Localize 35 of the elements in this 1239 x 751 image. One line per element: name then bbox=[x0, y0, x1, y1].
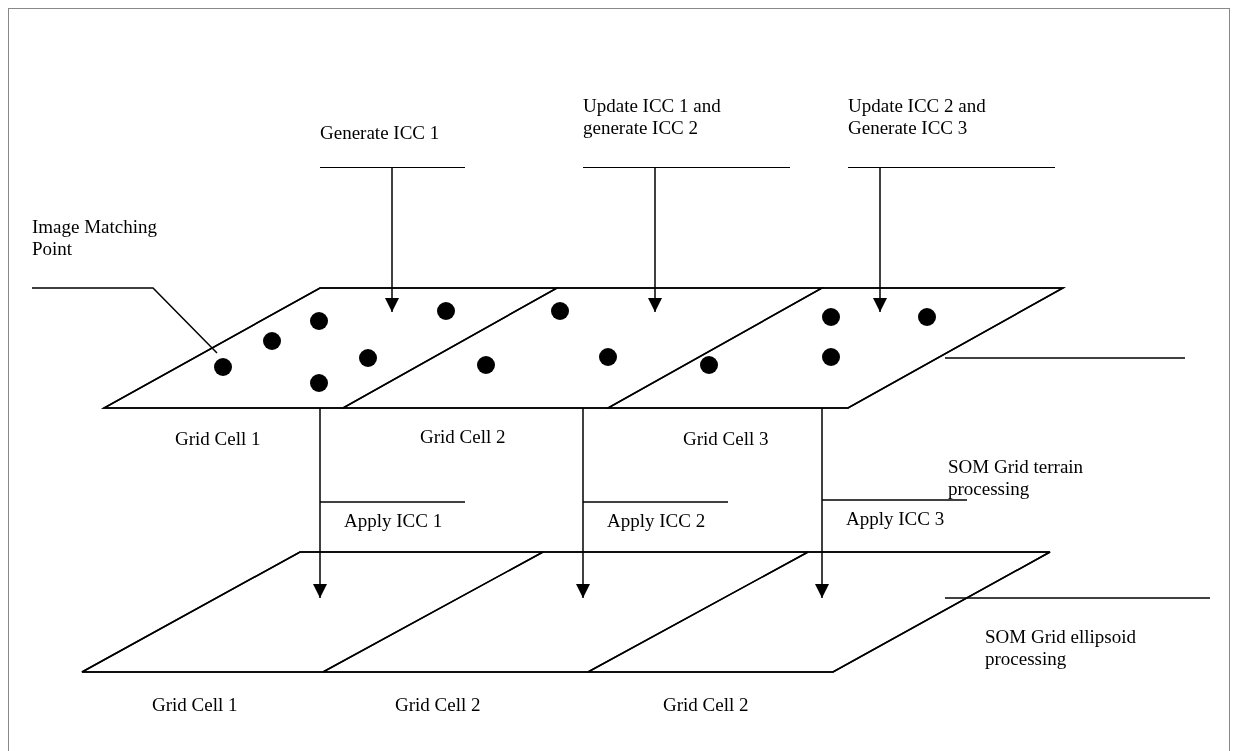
leader-line bbox=[31, 287, 218, 354]
matching-point-dot bbox=[822, 308, 840, 326]
matching-point-dot bbox=[310, 312, 328, 330]
plane-label: SOM Grid terrain processing bbox=[948, 456, 1085, 500]
matching-point-dot bbox=[214, 358, 232, 376]
matching-point-dot bbox=[918, 308, 936, 326]
matching-point-dot bbox=[359, 349, 377, 367]
cell-label: Grid Cell 2 bbox=[663, 694, 750, 716]
arrow bbox=[873, 167, 887, 313]
matching-point-dot bbox=[263, 332, 281, 350]
matching-point-dot bbox=[700, 356, 718, 374]
matching-point-dot bbox=[822, 348, 840, 366]
edge-label: Apply ICC 2 bbox=[607, 510, 706, 532]
cell-label: Grid Cell 2 bbox=[420, 426, 507, 448]
step-text: Generate ICC 1 bbox=[320, 122, 441, 144]
cell-label: Grid Cell 1 bbox=[152, 694, 239, 716]
arrow bbox=[648, 167, 662, 313]
cell-label: Grid Cell 3 bbox=[683, 428, 770, 450]
matching-point-dot bbox=[310, 374, 328, 392]
cell-label: Grid Cell 1 bbox=[175, 428, 262, 450]
plane-label: SOM Grid ellipsoid processing bbox=[985, 626, 1137, 670]
arrow bbox=[313, 407, 466, 599]
arrow bbox=[385, 167, 399, 313]
edge-label: Apply ICC 3 bbox=[846, 508, 945, 530]
arrow bbox=[815, 407, 968, 599]
callout-text: Image Matching Point bbox=[32, 216, 159, 260]
edge-label: Apply ICC 1 bbox=[344, 510, 443, 532]
arrow bbox=[576, 407, 729, 599]
cell-label: Grid Cell 2 bbox=[395, 694, 482, 716]
matching-point-dot bbox=[599, 348, 617, 366]
matching-point-dot bbox=[437, 302, 455, 320]
step-text: Update ICC 1 and generate ICC 2 bbox=[583, 95, 722, 139]
matching-point-dot bbox=[551, 302, 569, 320]
matching-point-dot bbox=[477, 356, 495, 374]
step-text: Update ICC 2 and Generate ICC 3 bbox=[848, 95, 987, 139]
